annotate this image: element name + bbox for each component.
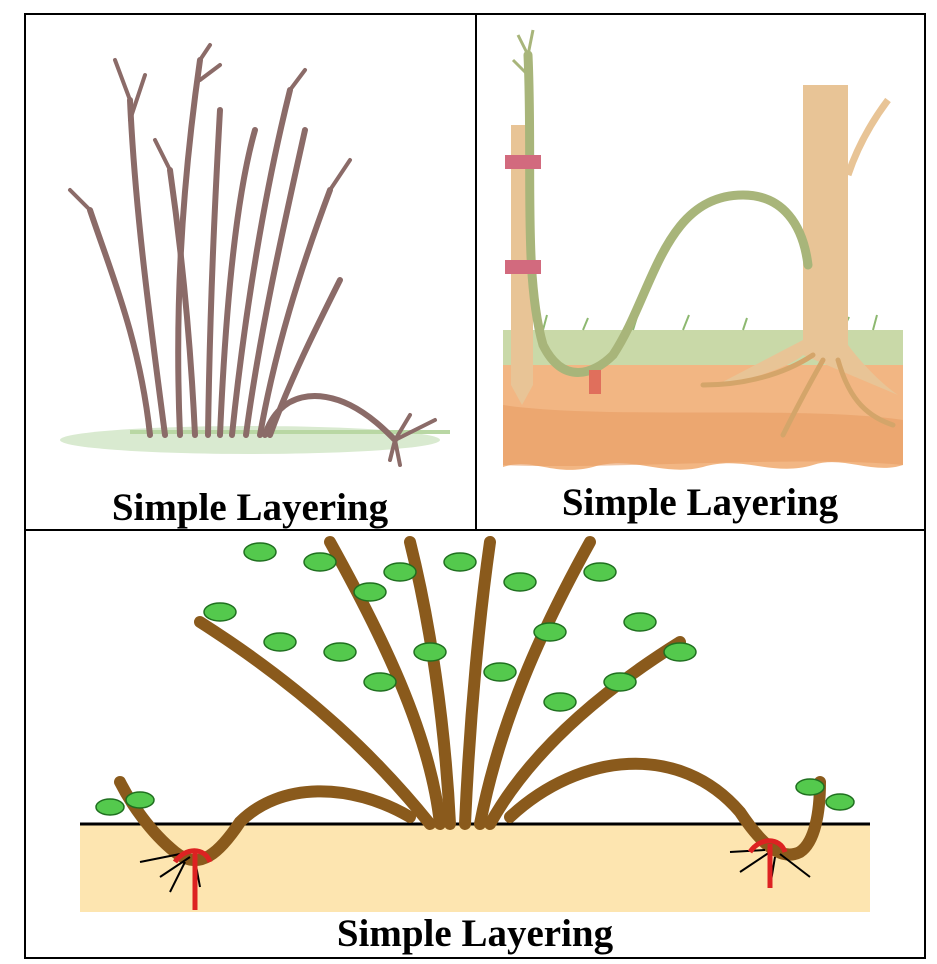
stake-layering-illustration — [503, 29, 903, 470]
row-divider — [24, 529, 926, 531]
panel-2-caption: Simple Layering — [561, 481, 839, 524]
panel-shrub-layering — [50, 40, 460, 480]
shrub-layering-illustration — [60, 43, 450, 467]
panel-stake-layering — [503, 25, 903, 473]
panel-3-caption: Simple Layering — [336, 912, 614, 955]
bush-layering-illustration — [80, 536, 870, 912]
panel-bush-layering — [80, 532, 870, 912]
column-divider — [475, 13, 477, 530]
panel-1-caption: Simple Layering — [111, 486, 389, 529]
